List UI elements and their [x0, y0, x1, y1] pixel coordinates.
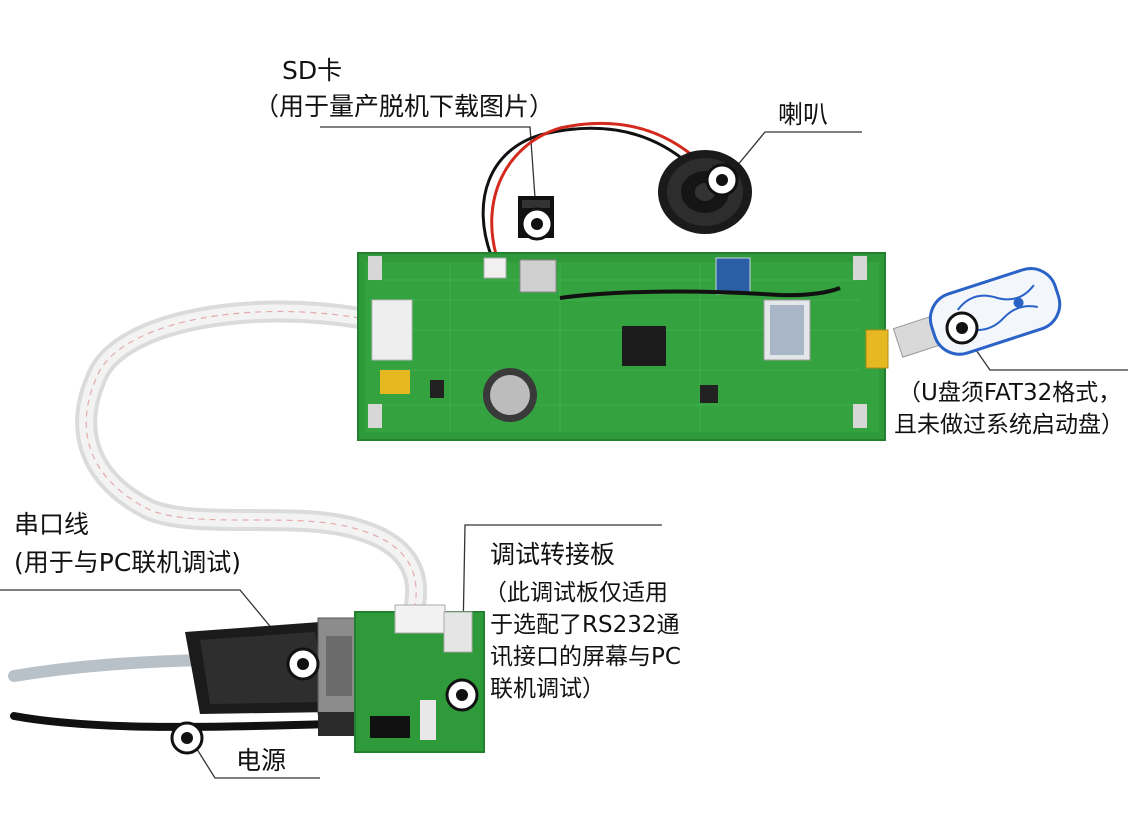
label-adapter-note-line4: 联机调试） — [490, 676, 605, 702]
label-adapter-note-line3: 讯接口的屏幕与PC — [490, 644, 681, 670]
power-cable — [10, 712, 370, 736]
speaker-wire-red — [490, 121, 702, 259]
label-speaker: 喇叭 — [778, 100, 829, 129]
marker-usb — [945, 311, 979, 345]
marker-serial-cable — [286, 647, 320, 681]
label-adapter-board: 调试转接板 — [490, 540, 616, 569]
leader-speaker — [726, 131, 862, 179]
label-serial-cable: 串口线 — [14, 510, 90, 539]
label-sd-card: SD卡 — [282, 56, 343, 85]
label-serial-cable-note: (用于与PC联机调试) — [14, 548, 242, 577]
speaker — [658, 150, 752, 234]
marker-power — [170, 721, 204, 755]
marker-speaker — [705, 163, 739, 197]
label-adapter-note-line2: 于选配了RS232通 — [490, 612, 680, 638]
marker-sd-card — [520, 207, 554, 241]
label-usb-note-line1: （U盘须FAT32格式， — [898, 380, 1122, 406]
label-power: 电源 — [236, 746, 287, 775]
label-sd-card-note: （用于量产脱机下载图片） — [254, 92, 555, 121]
adapter-board — [354, 604, 485, 753]
label-adapter-note-line1: （此调试板仅适用 — [484, 580, 668, 606]
label-usb-note-line2: 且未做过系统启动盘） — [894, 412, 1124, 438]
leader-power — [189, 737, 320, 779]
leader-sd-card — [320, 126, 537, 213]
marker-adapter-board — [445, 678, 479, 712]
main-pcb — [357, 252, 889, 441]
usb-flash-drive — [892, 267, 1062, 358]
